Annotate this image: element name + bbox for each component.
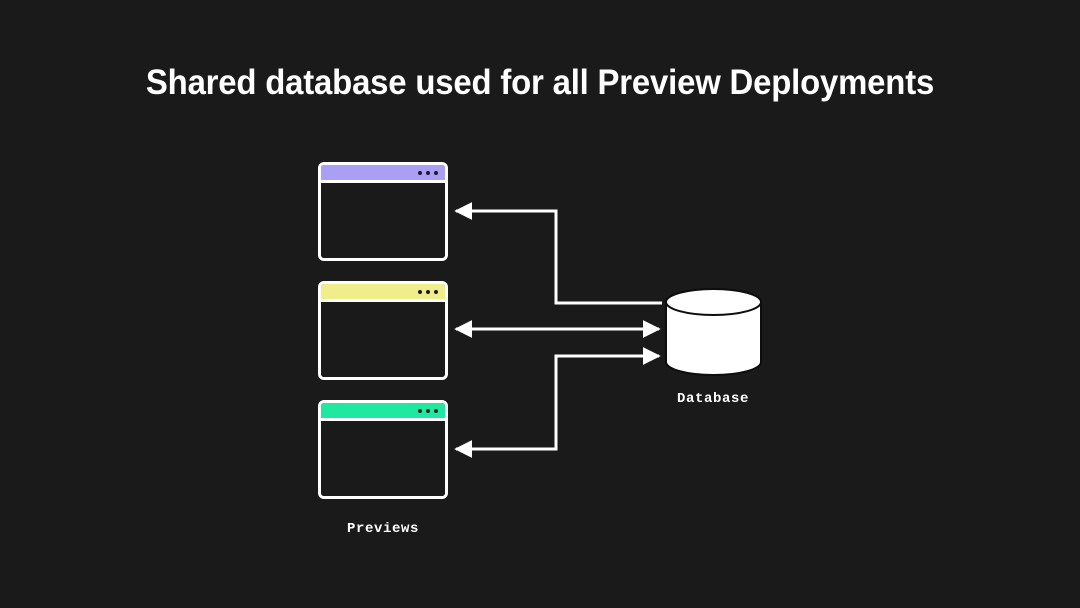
window-dot-maximize-icon: [434, 289, 438, 294]
window-dot-minimize-icon: [426, 170, 430, 175]
preview-window-1[interactable]: [318, 162, 448, 261]
window-dot-maximize-icon: [434, 170, 438, 175]
window-dot-close-icon: [418, 170, 422, 175]
preview-window-2[interactable]: [318, 281, 448, 380]
window-dot-minimize-icon: [426, 289, 430, 294]
preview-window-2-body: [321, 302, 445, 377]
page-title: Shared database used for all Preview Dep…: [145, 63, 935, 102]
window-dots: [418, 289, 438, 294]
previews-label: Previews: [346, 521, 419, 537]
preview-window-3[interactable]: [318, 400, 448, 499]
window-dot-close-icon: [418, 289, 422, 294]
preview-window-1-body: [321, 183, 445, 258]
window-dots: [418, 408, 438, 413]
preview-window-3-titlebar: [321, 403, 445, 421]
window-dot-close-icon: [418, 408, 422, 413]
connector-database-to-preview-1: [454, 202, 662, 305]
database-cylinder: [665, 288, 762, 376]
connector-preview-3-to-database: [454, 347, 661, 458]
preview-window-1-titlebar: [321, 165, 445, 183]
window-dot-maximize-icon: [434, 408, 438, 413]
window-dot-minimize-icon: [426, 408, 430, 413]
window-dots: [418, 170, 438, 175]
preview-window-2-titlebar: [321, 284, 445, 302]
preview-window-3-body: [321, 421, 445, 496]
database-label: Database: [676, 391, 749, 407]
